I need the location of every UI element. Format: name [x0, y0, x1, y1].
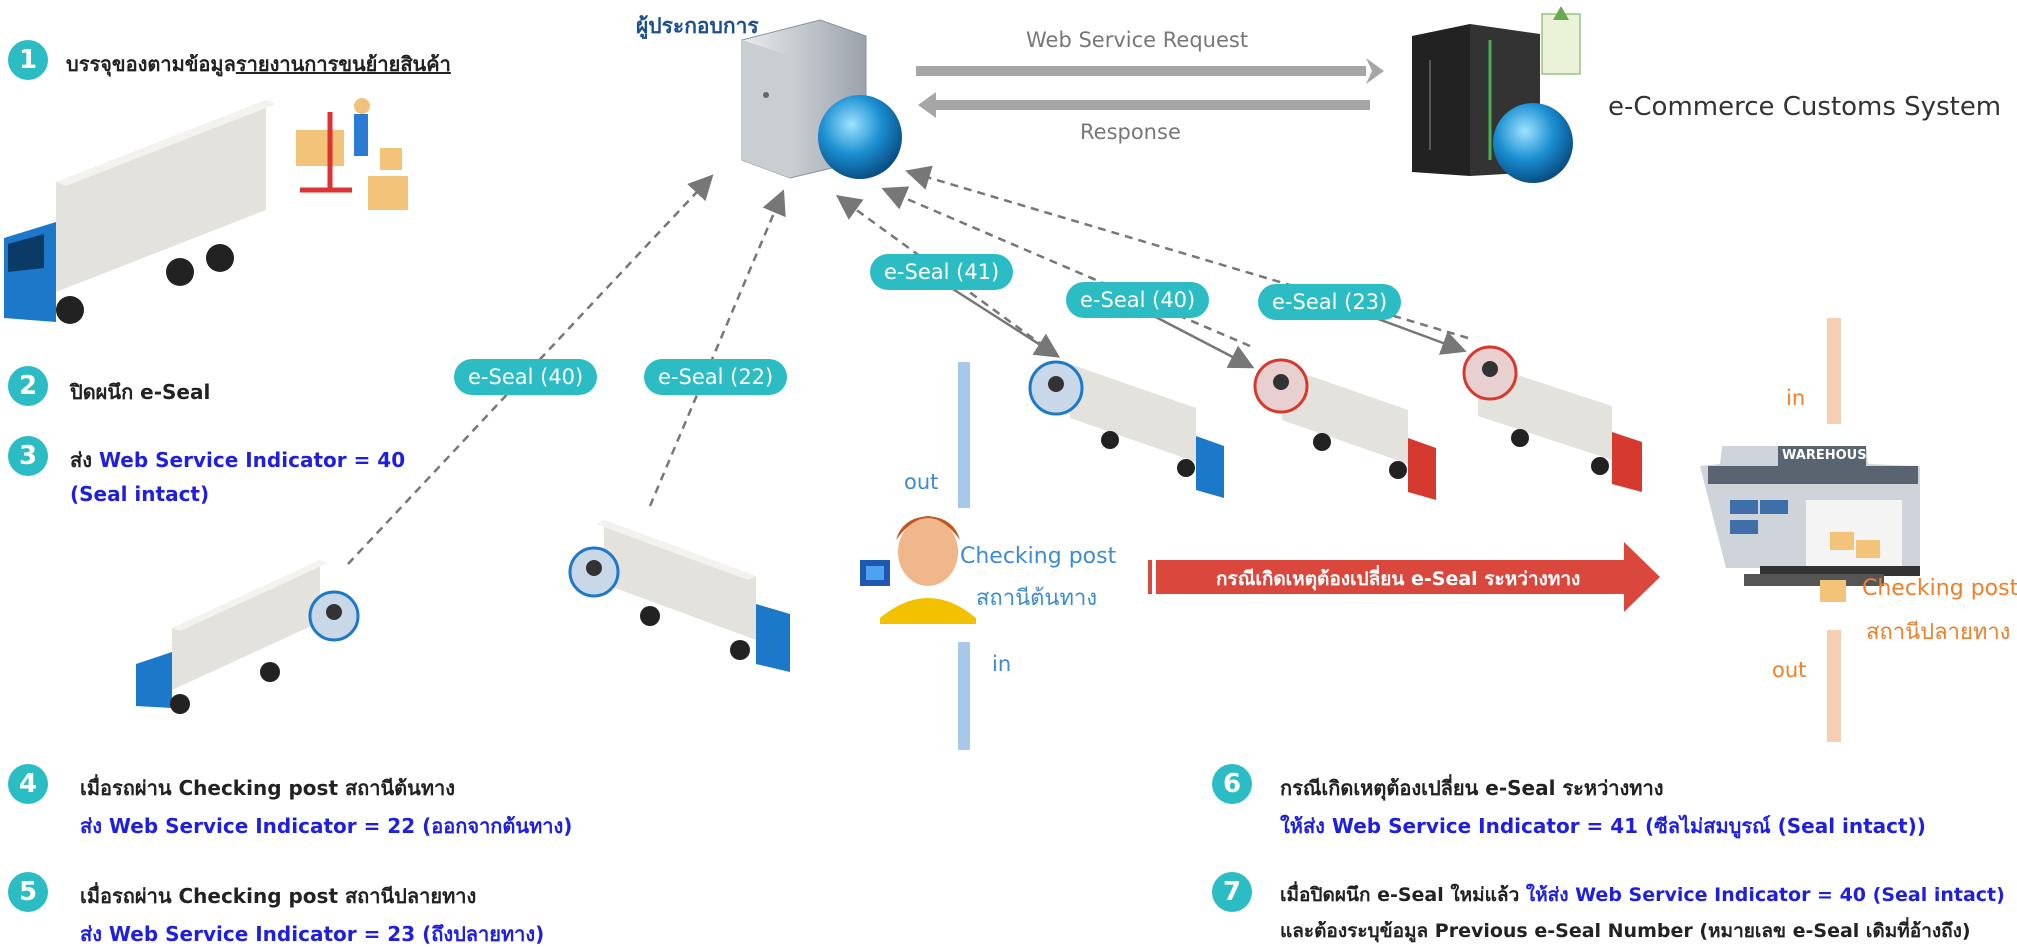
step-1-underlined: รายงานการขนย้ายสินค้า — [235, 52, 451, 76]
step-3-text: ส่ง Web Service Indicator = 40 — [70, 444, 405, 476]
seal-change-arrow — [1148, 542, 1660, 612]
response-arrow — [918, 92, 1370, 118]
step-4-number: 4 — [8, 764, 48, 804]
step-5-indicator: ส่ง Web Service Indicator = 23 (ถึงปลายท… — [80, 922, 545, 946]
eseal-pill-40-mid: e-Seal (40) — [1066, 282, 1210, 318]
eseal-pill-22: e-Seal (22) — [644, 359, 788, 395]
warehouse-icon — [1700, 446, 1920, 602]
step-1-prefix: บรรจุของตามข้อมูล — [66, 52, 236, 76]
truck-seal-41 — [1028, 360, 1224, 498]
origin-checkpoint-line1: Checking post — [960, 544, 1117, 569]
step-7-prefix: เมื่อปิดผนึก e-Seal ใหม่แล้ว — [1280, 884, 1526, 906]
origin-in-label: in — [992, 652, 1012, 676]
eseal-pill-23: e-Seal (23) — [1258, 284, 1402, 320]
dest-in-label: in — [1786, 386, 1806, 410]
eseal-pill-40-left: e-Seal (40) — [454, 359, 598, 395]
step-5-number: 5 — [8, 872, 48, 912]
step-1-number: 1 — [8, 40, 48, 80]
step-7-number: 7 — [1212, 872, 1252, 912]
truck-seal-40 — [136, 560, 360, 714]
officer-icon — [860, 516, 976, 624]
warehouse-sign: WAREHOUSE — [1782, 448, 1876, 463]
origin-checkpoint-line2: สถานีต้นทาง — [976, 586, 1098, 611]
step-6-number: 6 — [1212, 764, 1252, 804]
request-arrow — [916, 58, 1384, 84]
dest-out-label: out — [1772, 658, 1807, 682]
step-6-text: กรณีเกิดเหตุต้องเปลี่ยน e-Seal ระหว่างทา… — [1280, 776, 1664, 800]
origin-out-bar — [958, 362, 970, 508]
customs-server-icon — [1412, 6, 1581, 183]
eseal-pill-41: e-Seal (41) — [870, 254, 1014, 290]
operator-server-icon — [741, 19, 902, 179]
response-label: Response — [1080, 120, 1181, 144]
step-5-text: เมื่อรถผ่าน Checking post สถานีปลายทาง — [80, 884, 477, 908]
step-1-text: บรรจุของตามข้อมูลรายงานการขนย้ายสินค้า — [66, 48, 451, 80]
origin-out-label: out — [904, 470, 939, 494]
step-2-number: 2 — [8, 366, 48, 406]
step-7-text: เมื่อปิดผนึก e-Seal ใหม่แล้ว ให้ส่ง Web … — [1280, 880, 2005, 910]
customs-system-label: e-Commerce Customs System — [1608, 92, 2002, 122]
truck-seal-40-red — [1253, 358, 1436, 500]
origin-in-bar — [958, 642, 970, 750]
dest-checkpoint-line1: Checking post — [1862, 576, 2017, 601]
truck-seal-22 — [568, 520, 790, 672]
forklift-worker-icon — [296, 98, 408, 210]
loading-truck-icon — [4, 100, 276, 324]
step-3-prefix: ส่ง — [70, 448, 99, 472]
step-3-indicator: Web Service Indicator = 40 — [98, 448, 406, 472]
dest-in-bar — [1827, 318, 1841, 424]
step-3-number: 3 — [8, 436, 48, 476]
seal-change-arrow-label: กรณีเกิดเหตุต้องเปลี่ยน e-Seal ระหว่างทา… — [1216, 568, 1581, 590]
operator-label: ผู้ประกอบการ — [636, 14, 759, 38]
step-3-seal-intact: (Seal intact) — [70, 482, 210, 506]
step-4-indicator: ส่ง Web Service Indicator = 22 (ออกจากต้… — [80, 814, 573, 838]
request-label: Web Service Request — [1026, 28, 1249, 52]
step-4-text: เมื่อรถผ่าน Checking post สถานีต้นทาง — [80, 776, 456, 800]
dest-checkpoint-line2: สถานีปลายทาง — [1866, 620, 2011, 645]
dest-out-bar — [1827, 630, 1841, 742]
step-6-indicator: ให้ส่ง Web Service Indicator = 41 (ซีลไม… — [1280, 814, 1926, 838]
step-7-indicator: ให้ส่ง Web Service Indicator = 40 (Seal … — [1525, 884, 2005, 906]
step-2-text: ปิดผนึก e-Seal — [70, 380, 211, 404]
truck-seal-23 — [1462, 345, 1642, 492]
step-7-line2: และต้องระบุข้อมูล Previous e-Seal Number… — [1280, 920, 1971, 942]
